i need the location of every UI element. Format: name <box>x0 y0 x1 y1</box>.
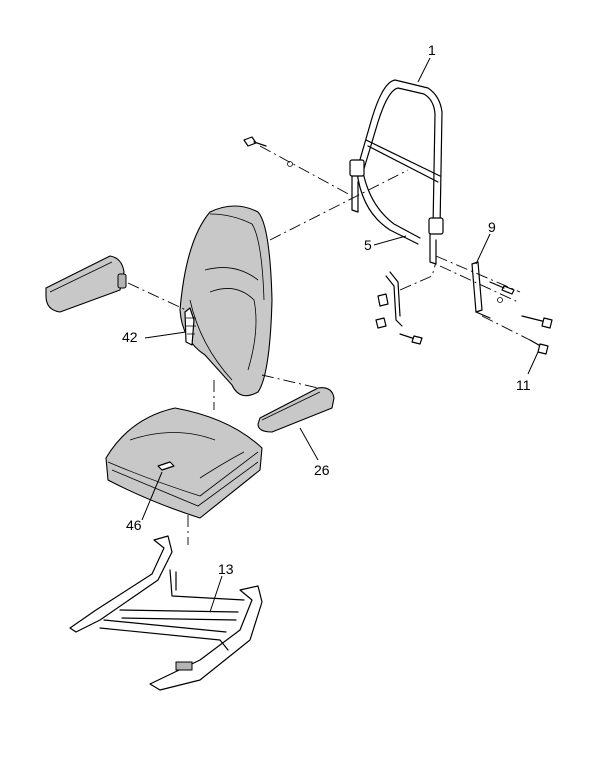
callout-1: 1 <box>428 42 436 58</box>
callout-13: 13 <box>218 561 234 577</box>
back-cushion <box>179 205 273 397</box>
seat-cushion <box>105 407 263 519</box>
upper-bolt <box>243 136 293 167</box>
mounting-bracket <box>471 261 491 319</box>
seat-riser-frame <box>69 535 263 691</box>
right-armrest <box>257 387 335 433</box>
callout-46: 46 <box>126 517 142 533</box>
callout-42: 42 <box>122 329 138 345</box>
callout-9: 9 <box>488 219 496 235</box>
callout-5: 5 <box>364 237 372 253</box>
callout-26: 26 <box>314 462 330 478</box>
right-bolts <box>489 281 553 355</box>
leader-lines <box>141 57 539 613</box>
left-armrest <box>45 255 127 313</box>
callout-11: 11 <box>516 377 531 393</box>
lower-bracket <box>375 271 423 345</box>
grab-handle-frame <box>349 79 444 265</box>
